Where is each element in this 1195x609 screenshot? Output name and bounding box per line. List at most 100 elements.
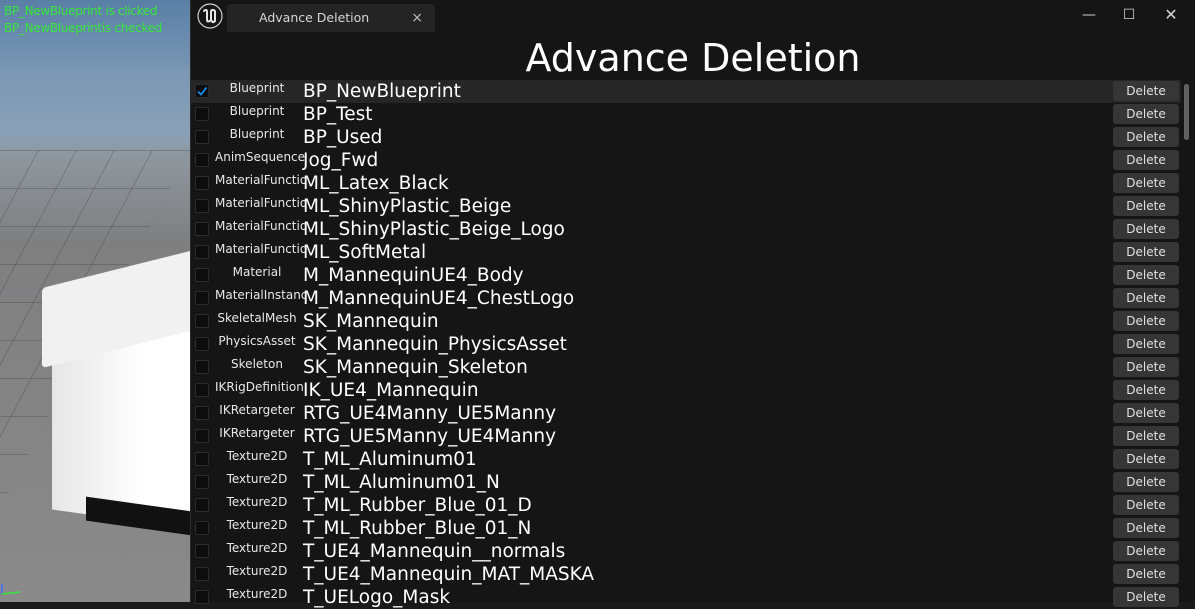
- asset-name: ML_Latex_Black: [303, 173, 449, 194]
- delete-button[interactable]: Delete: [1113, 541, 1179, 561]
- asset-name: ML_SoftMetal: [303, 242, 427, 263]
- asset-class-label: MaterialFunctio: [215, 242, 308, 256]
- delete-button[interactable]: Delete: [1113, 150, 1179, 170]
- delete-button[interactable]: Delete: [1113, 311, 1179, 331]
- asset-checkbox[interactable]: [195, 268, 209, 282]
- delete-button[interactable]: Delete: [1113, 495, 1179, 515]
- asset-checkbox[interactable]: [195, 222, 209, 236]
- asset-name: T_UE4_Mannequin_MAT_MASKA: [303, 564, 595, 585]
- asset-name: T_ML_Aluminum01_N: [303, 472, 500, 493]
- tab-label: Advance Deletion: [259, 10, 370, 25]
- tab-advance-deletion[interactable]: Advance Deletion ×: [227, 4, 435, 32]
- asset-checkbox[interactable]: [195, 176, 209, 190]
- asset-checkbox[interactable]: [195, 544, 209, 558]
- delete-button[interactable]: Delete: [1113, 127, 1179, 147]
- delete-button[interactable]: Delete: [1113, 173, 1179, 193]
- scrollbar-thumb[interactable]: [1184, 84, 1189, 140]
- maximize-button[interactable]: ☐: [1122, 7, 1136, 23]
- asset-checkbox[interactable]: [195, 567, 209, 581]
- asset-class-label: Texture2D: [226, 472, 288, 486]
- asset-name: RTG_UE4Manny_UE5Manny: [303, 403, 557, 424]
- list-scrollbar[interactable]: [1181, 80, 1191, 598]
- debug-message: BP_NewBlueprint is clicked: [4, 4, 158, 18]
- delete-button[interactable]: Delete: [1113, 265, 1179, 285]
- delete-button[interactable]: Delete: [1113, 288, 1179, 308]
- asset-class-label: Texture2D: [226, 518, 288, 532]
- minimize-button[interactable]: —: [1082, 7, 1096, 23]
- delete-button[interactable]: Delete: [1113, 196, 1179, 216]
- asset-checkbox[interactable]: [195, 590, 209, 604]
- delete-button[interactable]: Delete: [1113, 426, 1179, 446]
- asset-name: BP_Used: [303, 127, 383, 148]
- asset-checkbox[interactable]: [195, 521, 209, 535]
- asset-checkbox[interactable]: [195, 153, 209, 167]
- title-bar[interactable]: Advance Deletion × — ☐ ✕: [191, 0, 1195, 36]
- asset-class-label: Skeleton: [231, 357, 283, 371]
- asset-checkbox[interactable]: [195, 84, 209, 98]
- delete-button[interactable]: Delete: [1113, 449, 1179, 469]
- asset-checkbox[interactable]: [195, 107, 209, 121]
- asset-class-label: MaterialFunctio: [215, 219, 308, 233]
- asset-checkbox[interactable]: [195, 291, 209, 305]
- asset-row[interactable]: IKRetargeter RTG_UE5Manny_UE4Manny Delete: [191, 425, 1181, 448]
- asset-row[interactable]: Texture2D T_ML_Aluminum01_N Delete: [191, 471, 1181, 494]
- asset-checkbox[interactable]: [195, 429, 209, 443]
- delete-button[interactable]: Delete: [1113, 104, 1179, 124]
- asset-checkbox[interactable]: [195, 245, 209, 259]
- advance-deletion-window: Advance Deletion × — ☐ ✕ Advance Deletio…: [190, 0, 1195, 608]
- close-button[interactable]: ✕: [1164, 5, 1178, 24]
- asset-checkbox[interactable]: [195, 383, 209, 397]
- asset-class-label: IKRetargeter: [219, 426, 295, 440]
- delete-button[interactable]: Delete: [1113, 81, 1179, 101]
- delete-button[interactable]: Delete: [1113, 334, 1179, 354]
- asset-checkbox[interactable]: [195, 337, 209, 351]
- asset-checkbox[interactable]: [195, 498, 209, 512]
- asset-name: M_MannequinUE4_ChestLogo: [303, 288, 575, 309]
- asset-class-label: Texture2D: [226, 541, 288, 555]
- asset-name: ML_ShinyPlastic_Beige_Logo: [303, 219, 565, 240]
- delete-button[interactable]: Delete: [1113, 242, 1179, 262]
- asset-class-label: PhysicsAsset: [218, 334, 296, 348]
- asset-name: T_ML_Rubber_Blue_01_D: [303, 495, 532, 516]
- asset-checkbox[interactable]: [195, 452, 209, 466]
- asset-name: RTG_UE5Manny_UE4Manny: [303, 426, 557, 447]
- delete-button[interactable]: Delete: [1113, 472, 1179, 492]
- delete-button[interactable]: Delete: [1113, 380, 1179, 400]
- asset-checkbox[interactable]: [195, 314, 209, 328]
- delete-button[interactable]: Delete: [1113, 357, 1179, 377]
- asset-checkbox[interactable]: [195, 475, 209, 489]
- delete-button[interactable]: Delete: [1113, 219, 1179, 239]
- delete-button[interactable]: Delete: [1113, 564, 1179, 584]
- asset-checkbox[interactable]: [195, 360, 209, 374]
- level-viewport[interactable]: BP_NewBlueprint is clicked BP_NewBluepri…: [0, 0, 206, 602]
- asset-checkbox[interactable]: [195, 130, 209, 144]
- delete-button[interactable]: Delete: [1113, 587, 1179, 607]
- delete-button[interactable]: Delete: [1113, 403, 1179, 423]
- tab-close-icon[interactable]: ×: [411, 10, 423, 26]
- asset-checkbox[interactable]: [195, 199, 209, 213]
- asset-checkbox[interactable]: [195, 406, 209, 420]
- delete-button[interactable]: Delete: [1113, 518, 1179, 538]
